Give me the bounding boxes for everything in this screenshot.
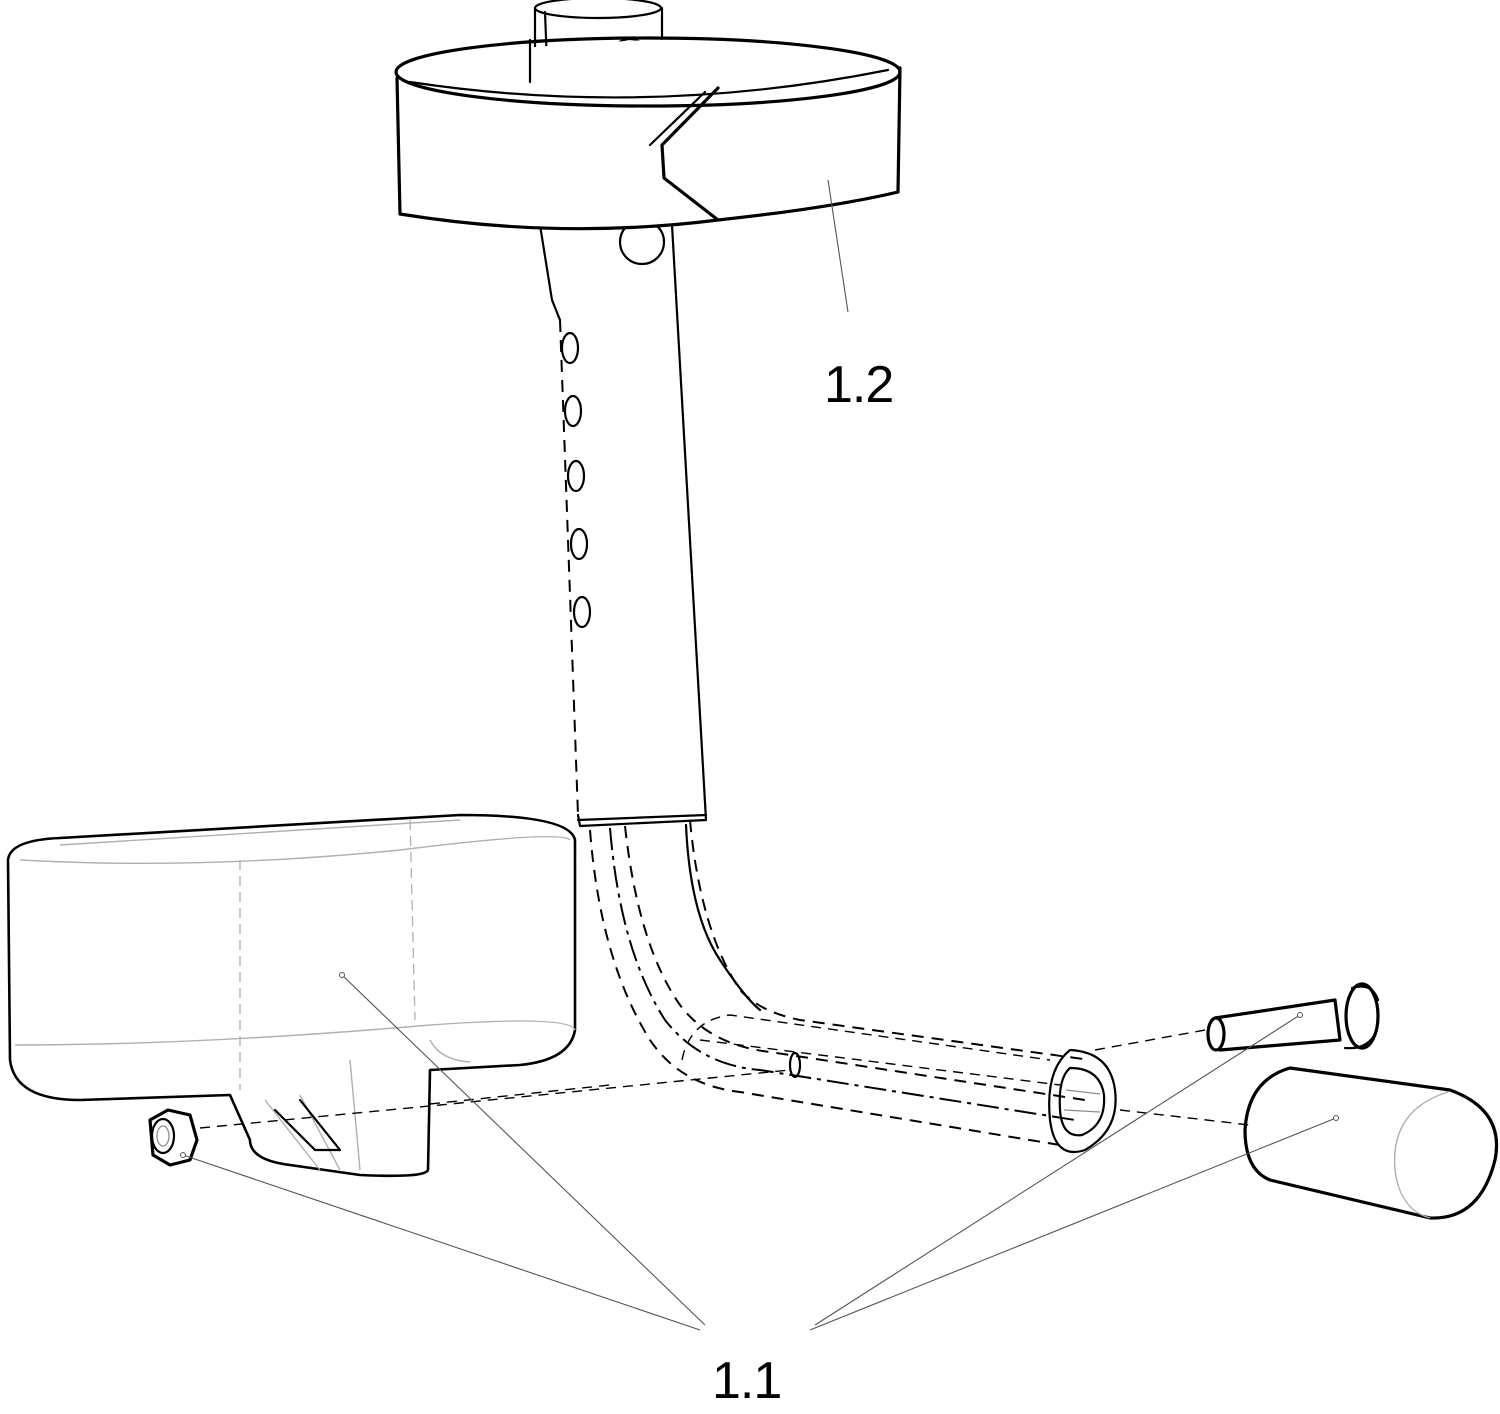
foot-shell xyxy=(6,813,577,1178)
bent-tube xyxy=(589,819,1117,1153)
leader-lines xyxy=(180,179,1339,1331)
clevis-pin xyxy=(1206,982,1380,1052)
tube-end-face xyxy=(1048,1048,1117,1153)
foam-grip xyxy=(1243,1066,1499,1220)
hex-nut xyxy=(148,1108,199,1167)
alignment-lines xyxy=(199,1029,1251,1129)
callout-label-1-1: 1.1 xyxy=(712,1352,781,1410)
calf-band xyxy=(394,36,902,231)
callout-label-1-2: 1.2 xyxy=(824,356,893,414)
adjustment-holes xyxy=(560,331,592,629)
